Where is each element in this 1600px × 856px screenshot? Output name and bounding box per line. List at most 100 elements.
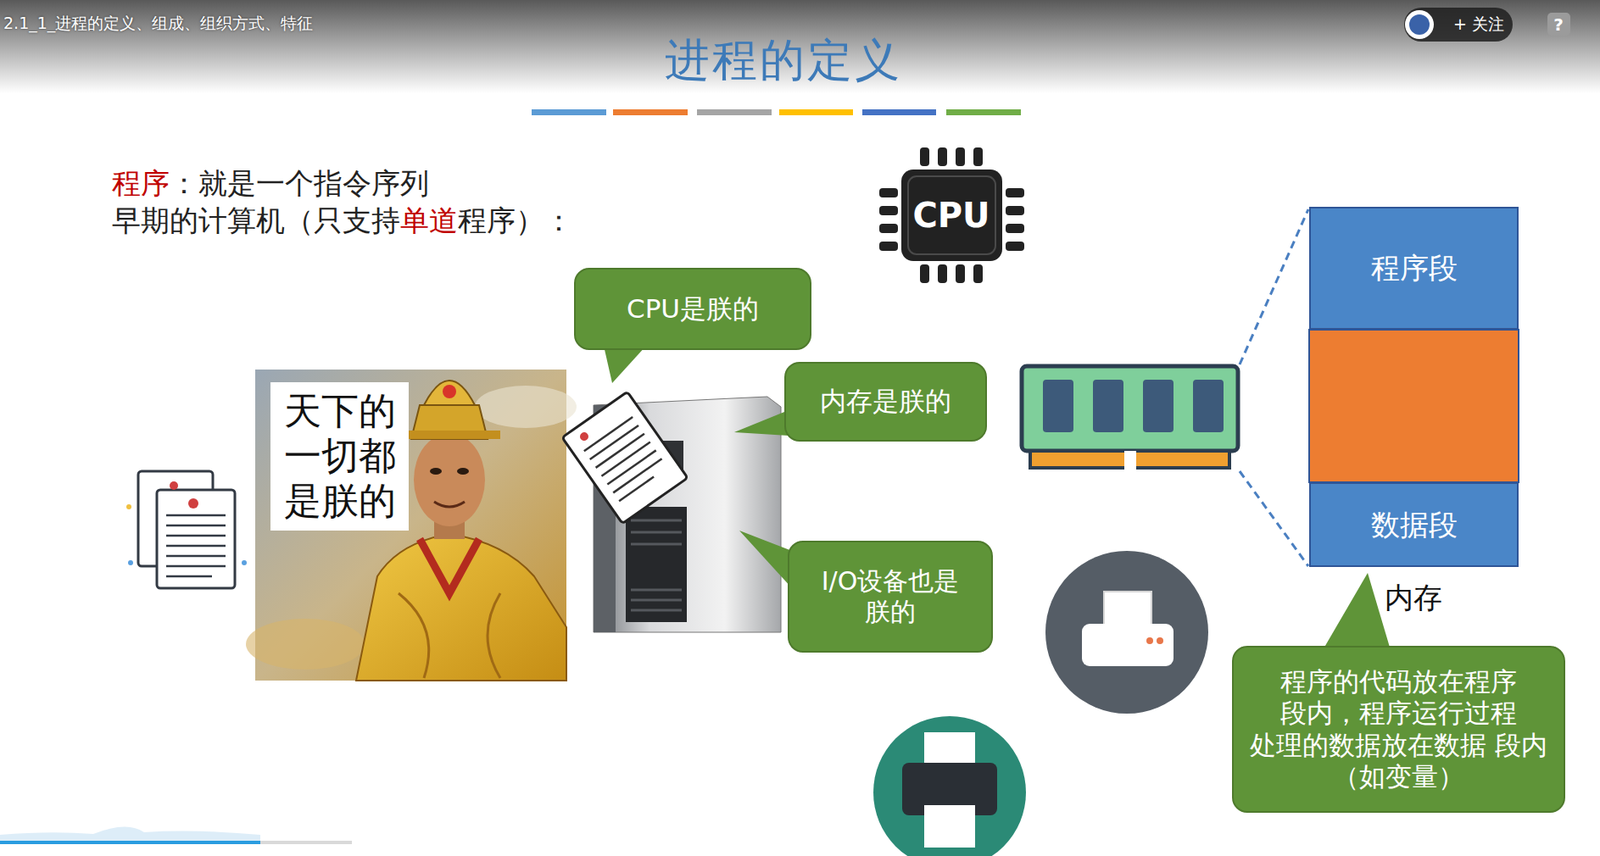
colour-bars-part	[696, 109, 772, 116]
emperor-picture-part	[419, 539, 480, 594]
note-callout: 程序的代码放在程序 段内，程序运行过程 处理的数据放在数据 段内（如变量）	[1232, 646, 1566, 814]
cpu-chip-part	[937, 264, 948, 284]
documents-icon-part-part	[166, 535, 226, 538]
text-line: 程序：就是一个指令序列	[111, 166, 430, 201]
documents-icon-part-part	[166, 524, 226, 528]
video-title: 2.1_1_进程的定义、组成、组织方式、特征	[3, 13, 313, 34]
progress-bar	[0, 826, 352, 845]
documents-icon	[126, 471, 247, 589]
emperor-picture-part	[429, 468, 442, 475]
emperor-picture-part	[442, 384, 457, 399]
emperor-picture-part	[398, 430, 501, 440]
colour-bars	[531, 109, 1021, 116]
cpu-chip-part	[937, 147, 948, 167]
follow-button-part	[1409, 14, 1430, 35]
zoom-lines-part	[1239, 471, 1309, 567]
program-segment: 程序段	[1309, 206, 1519, 330]
cpu-chip-part	[973, 147, 983, 167]
emperor-picture-part	[474, 385, 577, 429]
cpu-chip-part	[901, 169, 1003, 262]
zoom-lines	[1239, 209, 1309, 567]
data-segment: 数据段	[1309, 482, 1519, 568]
tilted-document	[562, 391, 688, 524]
colour-bars-part	[613, 109, 688, 116]
memory-middle-segment	[1309, 329, 1519, 483]
callout-tails-part	[1322, 573, 1391, 651]
cpu-chip-part	[1005, 241, 1025, 251]
progress-bar-part	[0, 826, 261, 842]
emperor-picture	[245, 369, 577, 681]
cpu-chip	[879, 147, 1025, 284]
cpu-chip-part	[879, 188, 898, 198]
server-tower-part	[625, 507, 687, 623]
cpu-chip-part	[919, 264, 930, 284]
documents-icon-part-part	[166, 575, 212, 579]
ram-stick-part	[1042, 379, 1224, 433]
ram-stick-part-part	[1193, 379, 1224, 433]
printer-icon-part	[1081, 624, 1174, 667]
documents-icon-part	[126, 504, 132, 510]
memory-caption: 内存	[1384, 580, 1443, 616]
box-text: CPU是朕的	[626, 293, 759, 325]
printer-icon-part	[1156, 637, 1164, 645]
cpu-chip-part	[908, 176, 996, 255]
documents-icon-part	[166, 515, 226, 577]
documents-icon-part	[241, 560, 247, 566]
printer-icon-part	[1103, 591, 1152, 630]
emperor-picture-part	[413, 433, 486, 527]
progress-bar-part	[0, 841, 261, 845]
callout-tails	[603, 345, 1391, 651]
caption-box: 天下的 一切都 是朕的	[270, 382, 409, 531]
printer-icon-teal-part	[924, 732, 976, 769]
term-highlight: 程序	[111, 166, 170, 201]
ram-stick-part	[1021, 366, 1238, 452]
follow-button-part	[1404, 7, 1513, 42]
emperor-picture-part	[356, 534, 567, 681]
documents-icon-part-part	[166, 555, 226, 558]
speech-callout: 内存是朕的	[784, 362, 987, 442]
box-text: 程序段	[1371, 250, 1458, 286]
colour-bars-part	[779, 109, 853, 116]
term-highlight: 单道	[400, 203, 458, 238]
server-tower-part-part	[630, 589, 682, 592]
body-text: 早期的计算机（只支持	[111, 203, 401, 238]
ram-stick	[1021, 366, 1238, 470]
documents-icon-part-part	[166, 514, 226, 518]
definition-text: ：就是一个指令序列	[169, 166, 430, 201]
box-text: 天下的 一切都 是朕的	[275, 389, 404, 524]
callout-tails-part	[739, 530, 792, 589]
tilted-document-part	[562, 391, 688, 524]
slide-title: 进程的定义	[664, 30, 903, 92]
box-text: 数据段	[1371, 507, 1458, 543]
body-text: 程序）：	[457, 203, 574, 238]
top-fade	[0, 0, 1600, 94]
colour-bars-part	[531, 109, 607, 116]
documents-icon-part	[156, 490, 235, 589]
printer-icon	[1045, 551, 1209, 714]
printer-icon-teal-part	[924, 805, 976, 848]
emperor-picture-part	[398, 593, 430, 679]
cpu-chip-part	[1005, 206, 1025, 216]
follow-button-part	[1404, 10, 1434, 40]
box-text: 程序的代码放在程序 段内，程序运行过程 处理的数据放在数据 段内（如变量）	[1243, 666, 1554, 793]
cpu-chip-label: CPU	[912, 195, 990, 236]
help-icon: ?	[1553, 14, 1564, 35]
cpu-chip-part	[919, 147, 930, 167]
documents-icon-part-part	[166, 565, 226, 569]
printer-icon-part	[1045, 551, 1209, 714]
emperor-picture-part	[434, 501, 465, 508]
emperor-picture-part	[457, 468, 469, 475]
printer-icon-teal	[873, 716, 1026, 856]
cpu-chip-part	[1005, 223, 1025, 234]
server-tower-part-part	[630, 543, 682, 547]
ram-stick-part-part	[1142, 379, 1174, 433]
server-tower-part-part	[630, 609, 682, 613]
server-tower-part-part	[630, 531, 682, 535]
ram-stick-part-part	[1092, 379, 1124, 433]
help-icon-box	[1547, 12, 1571, 36]
printer-icon-part	[1146, 637, 1154, 645]
callout-tails-part	[734, 410, 789, 436]
cpu-chip-part	[973, 264, 983, 284]
follow-button	[1404, 7, 1513, 42]
colour-bars-part	[946, 109, 1021, 116]
